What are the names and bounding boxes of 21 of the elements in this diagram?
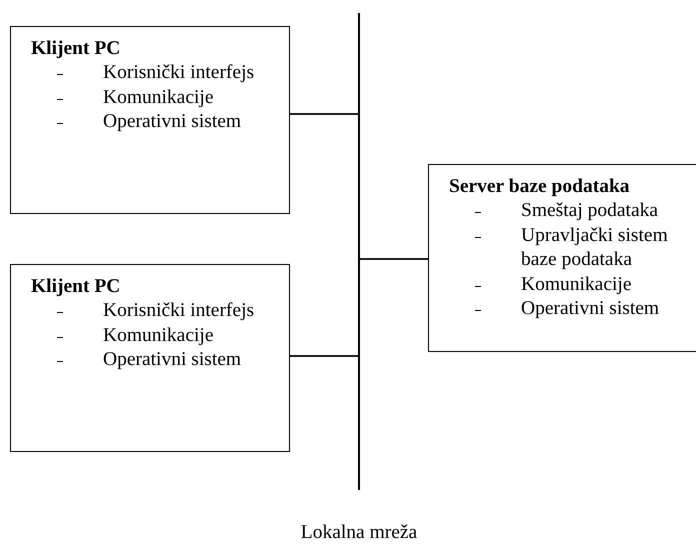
network-label: Lokalna mreža — [300, 522, 418, 544]
list-item: Korisnički interfejs — [103, 61, 254, 85]
list-item: Komunikacije — [103, 324, 214, 348]
connector-line — [360, 258, 428, 260]
connector-line — [290, 355, 358, 357]
network-bus-line — [358, 13, 360, 490]
component-box — [428, 164, 696, 352]
list-item: Operativni sistem — [103, 110, 242, 134]
list-item: Komunikacije — [103, 86, 214, 110]
component-box — [10, 26, 290, 214]
list-item: Operativni sistem — [103, 348, 242, 372]
list-item: Upravljački sistem baze podataka — [521, 224, 669, 272]
list-item: Korisnički interfejs — [103, 299, 254, 323]
box-heading: Klijent PC — [31, 37, 122, 61]
list-item: Komunikacije — [521, 272, 632, 296]
component-box — [10, 264, 290, 452]
box-heading: Klijent PC — [31, 275, 122, 299]
connector-line — [290, 113, 358, 115]
list-item: Smeštaj podataka — [521, 199, 658, 223]
list-item: Operativni sistem — [521, 297, 660, 321]
box-heading: Server baze podataka — [449, 175, 631, 199]
